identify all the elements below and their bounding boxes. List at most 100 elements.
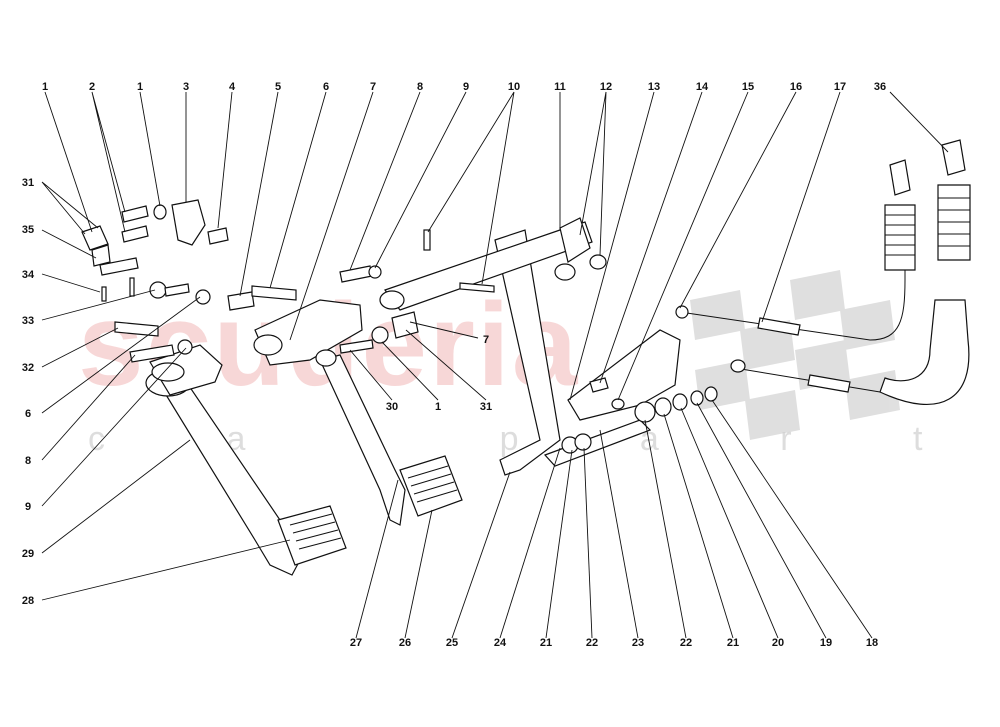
callout-label: 8 — [25, 455, 31, 467]
small-hardware — [81, 199, 495, 363]
callout-label: 33 — [22, 315, 34, 327]
callout-label: 1 — [42, 81, 48, 93]
callout-label: 7 — [483, 334, 489, 346]
shaft-bushing — [554, 263, 576, 281]
spring-32 — [114, 321, 159, 337]
callout-label: 22 — [680, 637, 692, 649]
callout-label: 4 — [229, 81, 236, 93]
cable-sheath — [879, 299, 970, 406]
washer-21b — [654, 397, 672, 417]
cable-eye — [675, 305, 689, 319]
cable-end-2 — [941, 139, 966, 176]
clip-31 — [81, 225, 109, 251]
callout-label: 19 — [820, 637, 832, 649]
pin-10b — [459, 282, 495, 293]
clip-31b — [391, 311, 419, 339]
shaft-washer — [589, 254, 607, 270]
nut-33 — [149, 281, 167, 299]
callout-label: 31 — [22, 177, 34, 189]
brake-pedal-arm — [159, 379, 301, 576]
clutch-pedal-pad — [399, 455, 463, 517]
callout-label: 3 — [183, 81, 189, 93]
callout-label: 20 — [772, 637, 784, 649]
callout-label: 12 — [600, 81, 612, 93]
pin-30 — [339, 339, 374, 354]
shaft-bracket — [559, 217, 591, 263]
callout-label: 1 — [137, 81, 143, 93]
pedal-pad-grip — [289, 513, 342, 550]
callout-label: 18 — [866, 637, 878, 649]
nut-15 — [611, 398, 625, 410]
callout-label: 29 — [22, 548, 34, 560]
callout-label: 24 — [494, 637, 507, 649]
callouts-top: 1 2 1 3 4 5 6 7 8 9 10 11 12 13 14 15 16… — [42, 81, 886, 93]
callout-label: 21 — [540, 637, 552, 649]
callout-label: 6 — [323, 81, 329, 93]
callouts-inner: 7 30 1 31 — [386, 334, 492, 413]
callout-label: 28 — [22, 595, 34, 607]
bolt-2a — [121, 205, 149, 223]
pin-9 — [368, 265, 382, 279]
clutch-pedal-arm — [319, 354, 406, 526]
clip-35 — [91, 244, 111, 267]
brake-pedal-assembly — [145, 344, 347, 576]
callout-label: 27 — [350, 637, 362, 649]
callout-label: 30 — [386, 401, 398, 413]
callout-label: 9 — [463, 81, 469, 93]
callout-label: 2 — [89, 81, 95, 93]
pin-10a — [423, 229, 431, 251]
cable-adjuster — [757, 317, 801, 336]
clutch-cable — [679, 230, 906, 341]
callout-label: 32 — [22, 362, 34, 374]
callout-label: 22 — [586, 637, 598, 649]
callouts-bottom: 27 26 25 24 21 22 23 22 21 20 19 18 — [350, 637, 878, 649]
callout-label: 36 — [874, 81, 886, 93]
callout-label: 8 — [417, 81, 423, 93]
callout-label: 31 — [480, 401, 492, 413]
washer-19 — [690, 390, 704, 406]
pin-34 — [99, 257, 139, 276]
cable-end-1 — [889, 159, 911, 196]
washer-1 — [153, 204, 167, 220]
pivot-9 — [177, 339, 193, 355]
callout-label: 23 — [632, 637, 644, 649]
callout-label: 21 — [727, 637, 739, 649]
boot-ribs-2 — [938, 197, 970, 247]
clutch-pedal-assembly — [253, 299, 463, 526]
bolt-33 — [164, 283, 190, 297]
callout-label: 11 — [554, 81, 566, 93]
pedal-pad-grip — [407, 465, 458, 503]
pivot-washer — [315, 349, 337, 367]
bushing-22b — [634, 401, 656, 423]
leader-lines — [41, 91, 949, 639]
throttle-cable — [734, 367, 881, 393]
pin-small — [101, 286, 107, 302]
bolt-14 — [589, 377, 609, 393]
spring-6 — [251, 285, 297, 301]
washer-5 — [195, 289, 211, 305]
pedal-support — [379, 217, 607, 476]
pin-small-2 — [129, 277, 135, 297]
callout-label: 16 — [790, 81, 802, 93]
callout-label: 35 — [22, 224, 34, 236]
bracket-bushing — [253, 334, 283, 356]
spacer-5 — [227, 291, 255, 311]
callout-label: 9 — [25, 501, 31, 513]
bushing-4 — [207, 227, 229, 245]
callout-label: 5 — [275, 81, 281, 93]
callout-label: 25 — [446, 637, 458, 649]
throttle-lever — [567, 329, 681, 421]
clutch-pedal-bracket — [254, 299, 363, 366]
brake-pedal-pad — [277, 505, 347, 566]
cable-boot-1 — [884, 204, 916, 271]
callout-label: 10 — [508, 81, 520, 93]
callout-label: 15 — [742, 81, 754, 93]
callouts-left: 31 35 34 33 32 6 8 9 29 28 — [22, 177, 35, 607]
callout-label: 34 — [22, 269, 35, 281]
callout-label: 13 — [648, 81, 660, 93]
spacer-20 — [672, 393, 688, 411]
bracket-3 — [171, 199, 206, 246]
bushing-22 — [574, 433, 592, 451]
